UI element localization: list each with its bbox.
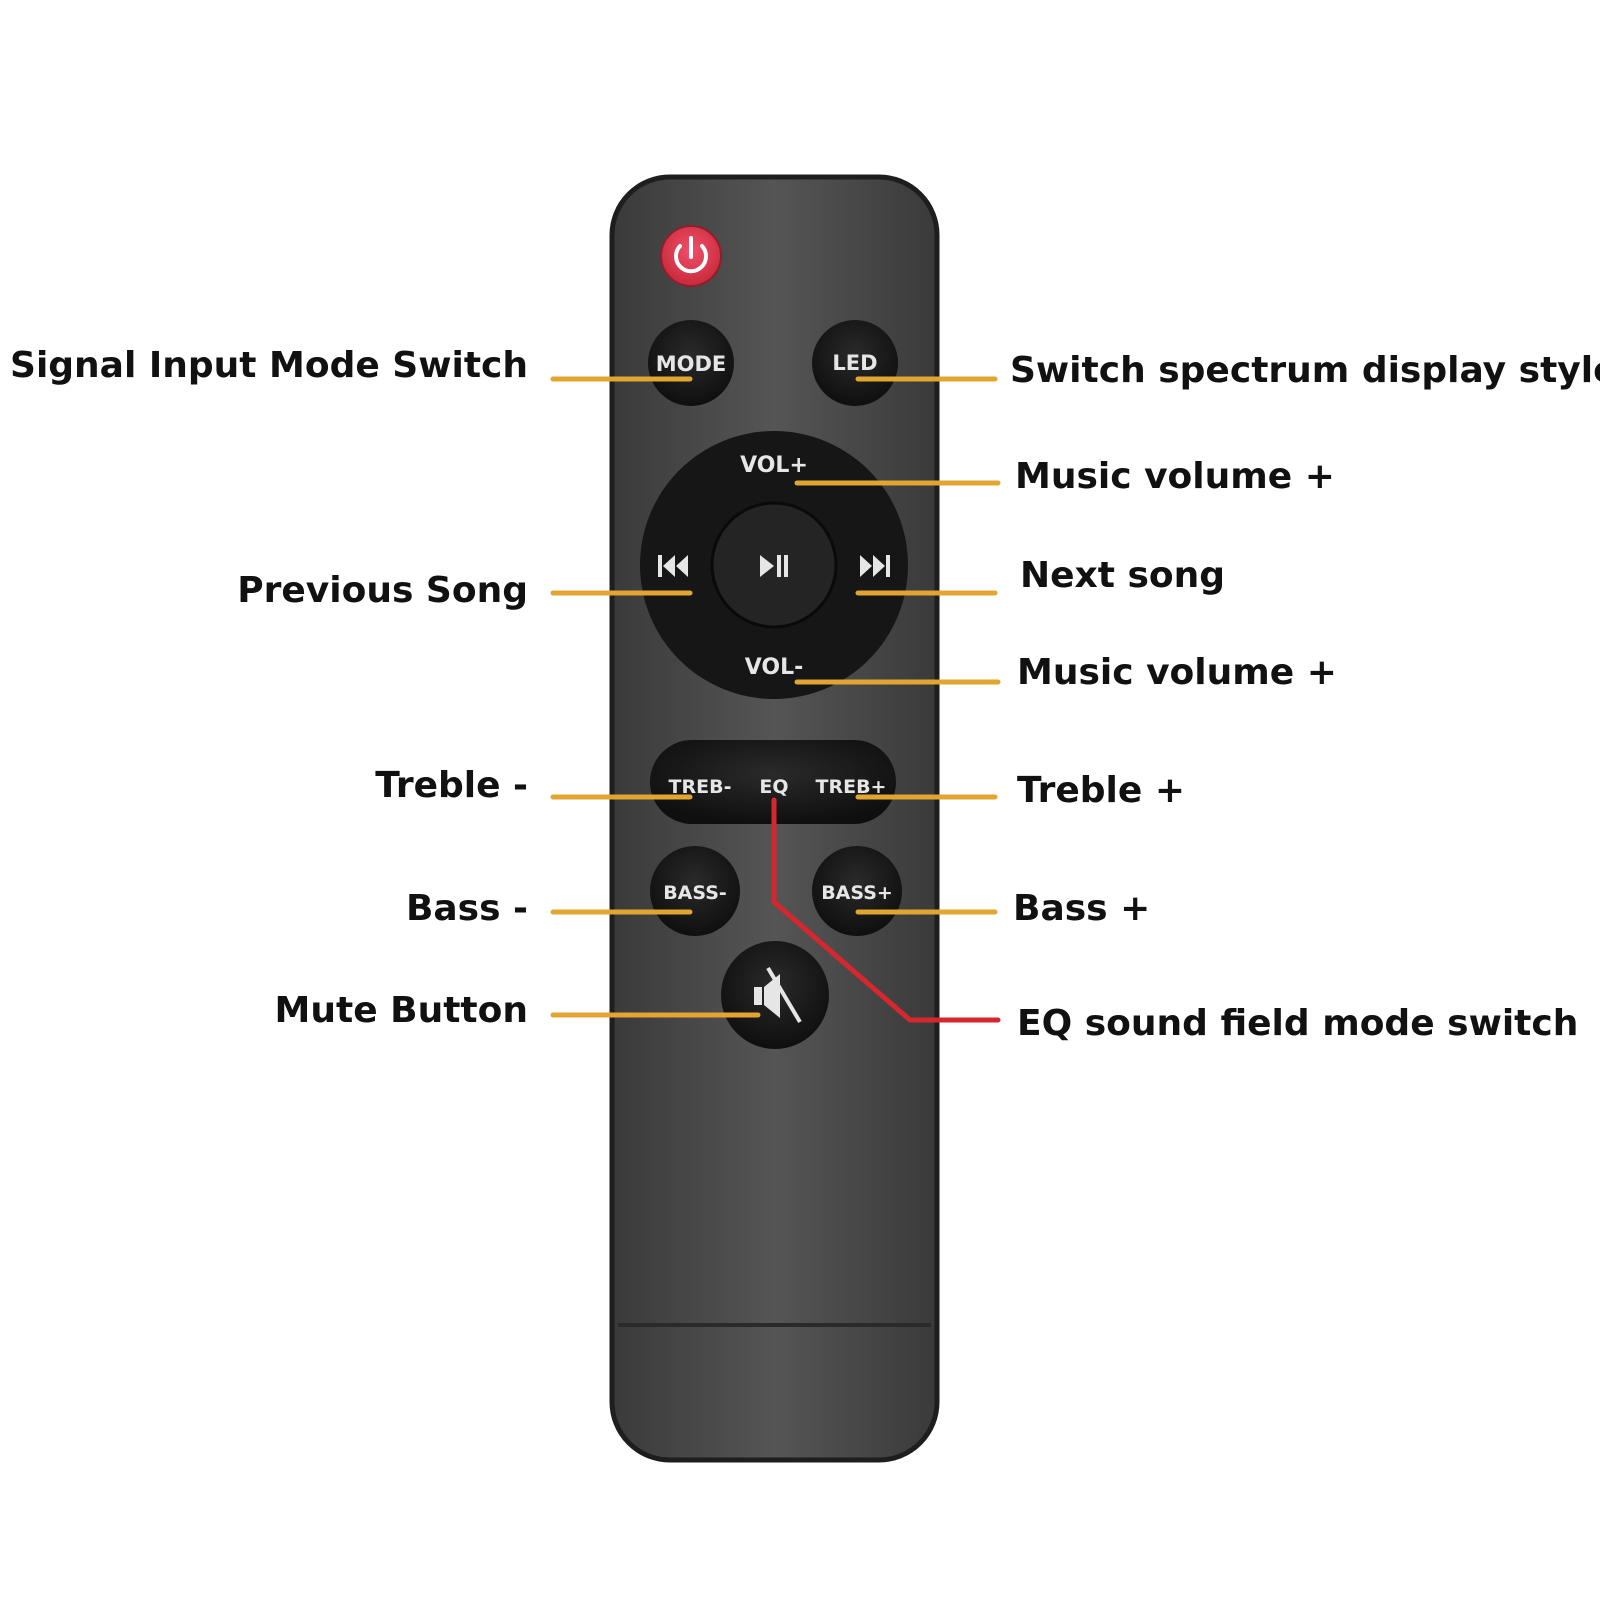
play-pause-button[interactable]: [710, 501, 838, 629]
bass-down-label: BASS-: [663, 882, 727, 904]
next-button[interactable]: [860, 555, 890, 577]
bass-up-button[interactable]: BASS+: [812, 846, 902, 936]
play-pause-icon: [760, 555, 788, 577]
callout-previous-song: Previous Song: [237, 570, 528, 611]
leader-lines: [550, 376, 1001, 1018]
treble-up-button[interactable]: TREB+: [816, 776, 887, 798]
callout-treble-down: Treble -: [375, 765, 528, 806]
leader-line-eq: [771, 797, 1001, 1023]
treble-down-button[interactable]: TREB-: [669, 776, 732, 798]
callout-eq: EQ sound field mode switch: [1017, 1003, 1579, 1044]
previous-icon: [658, 555, 688, 577]
previous-button[interactable]: [658, 555, 688, 577]
led-button[interactable]: LED: [812, 320, 898, 406]
nav-ring: VOL+ VOL-: [640, 431, 908, 699]
callout-next-song: Next song: [1020, 555, 1226, 596]
vol-up-button[interactable]: VOL+: [740, 453, 808, 478]
power-button[interactable]: [660, 225, 722, 287]
bass-up-label: BASS+: [821, 882, 893, 904]
vol-down-button[interactable]: VOL-: [745, 655, 804, 680]
callout-vol-up: Music volume +: [1015, 456, 1335, 497]
mute-button[interactable]: [721, 941, 829, 1049]
callout-bass-down: Bass -: [405, 888, 528, 929]
next-icon: [860, 555, 890, 577]
callout-vol-down: Music volume +: [1017, 652, 1337, 693]
treble-eq-bar: TREB- EQ TREB+: [650, 740, 896, 824]
led-button-label: LED: [832, 351, 877, 375]
callout-mute: Mute Button: [274, 990, 528, 1031]
mute-icon: [754, 966, 802, 1024]
callout-led: Switch spectrum display style: [1010, 350, 1600, 391]
power-icon: [674, 236, 708, 274]
eq-button[interactable]: EQ: [759, 776, 788, 798]
bass-down-button[interactable]: BASS-: [650, 846, 740, 936]
callout-mode: Signal Input Mode Switch: [10, 345, 528, 386]
callout-bass-up: Bass +: [1013, 888, 1151, 929]
mode-button-label: MODE: [656, 352, 727, 376]
callout-treble-up: Treble +: [1017, 770, 1185, 811]
mode-button[interactable]: MODE: [648, 320, 734, 406]
